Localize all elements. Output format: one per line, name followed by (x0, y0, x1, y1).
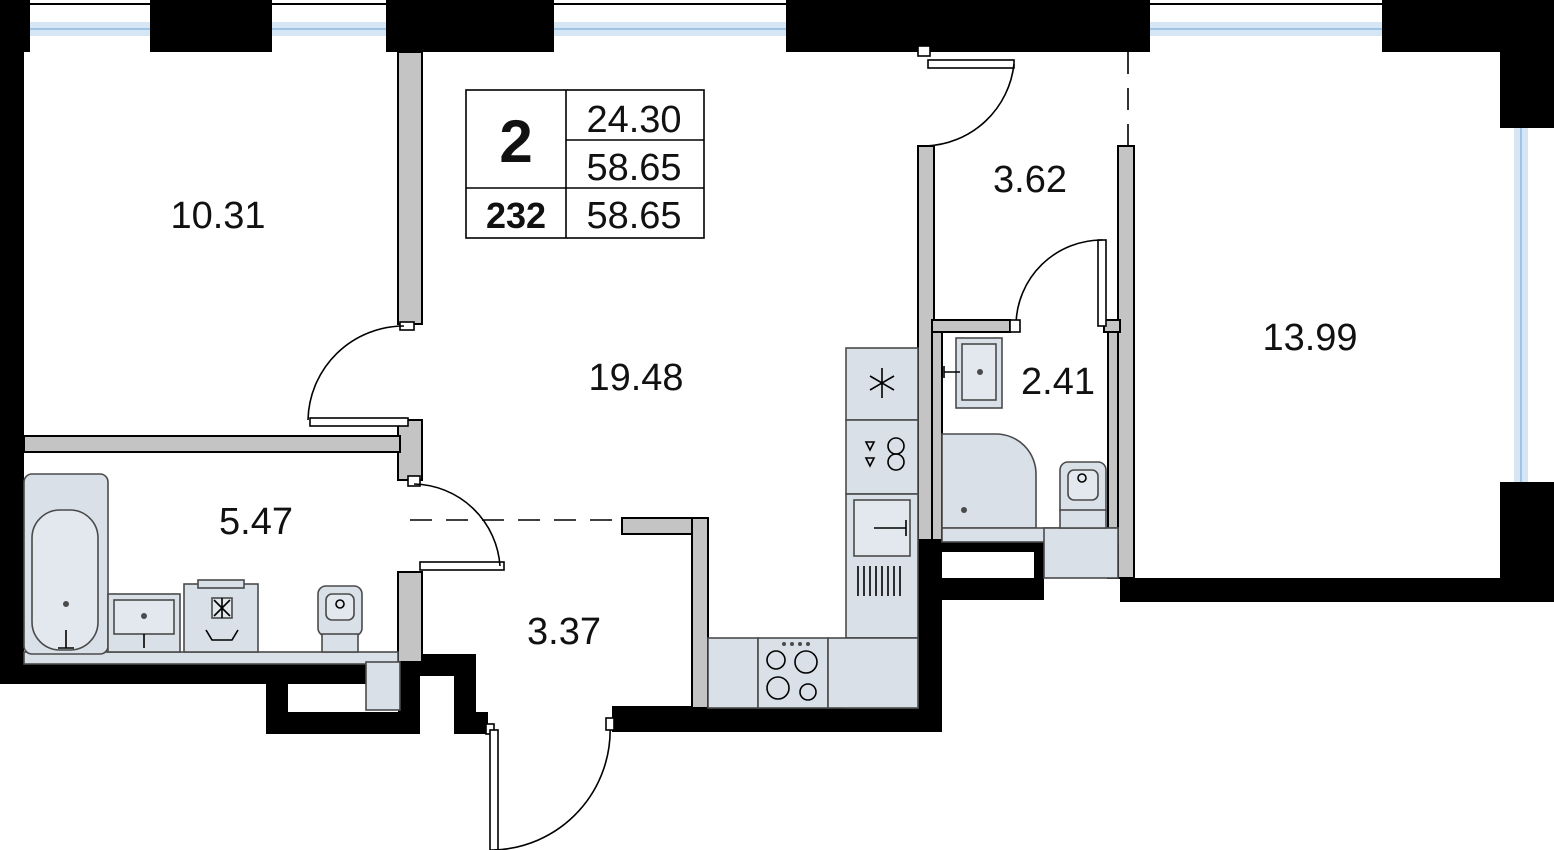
zone-lines (410, 52, 1129, 521)
total-area: 58.65 (586, 147, 681, 189)
apartment-number: 232 (486, 195, 546, 236)
room-label-living-kitchen: 19.48 (588, 357, 683, 399)
bathroom-small-fixtures (941, 337, 1119, 579)
small-sink-icon (943, 337, 1003, 409)
room-label-hall: 3.62 (993, 159, 1067, 201)
window-right (1514, 128, 1528, 482)
room-label-bedroom-right: 13.99 (1262, 317, 1357, 359)
windows-top (30, 22, 1384, 36)
fridge-icon (845, 347, 919, 421)
kitchen-sink-icon (845, 493, 919, 639)
living-area: 24.30 (586, 99, 681, 141)
total-area-with-balcony: 58.65 (586, 195, 681, 237)
shower-icon (941, 433, 1037, 529)
bathroom-large-fixtures (23, 473, 401, 711)
room-labels: 10.31 19.48 3.62 13.99 2.41 5.47 3.37 (170, 159, 1357, 653)
cooktop-icon (757, 637, 829, 709)
bathtub-icon (23, 473, 109, 655)
kitchen-fixtures (707, 347, 919, 709)
doors (307, 45, 1107, 850)
partitions (23, 51, 1135, 709)
outer-walls (0, 0, 1554, 734)
room-label-bathroom-large: 5.47 (219, 501, 293, 543)
small-toilet-icon (1059, 461, 1107, 529)
room-label-bathroom-small: 2.41 (1021, 361, 1095, 403)
info-table: 2 24.30 58.65 232 58.65 (465, 89, 705, 239)
toilet-icon (317, 585, 363, 653)
rooms-count: 2 (499, 108, 532, 175)
sink-icon (107, 593, 181, 653)
room-label-bedroom-left: 10.31 (170, 195, 265, 237)
room-label-corridor: 3.37 (527, 611, 601, 653)
washing-machine-icon (183, 579, 259, 653)
dishwasher-icon (845, 419, 919, 495)
